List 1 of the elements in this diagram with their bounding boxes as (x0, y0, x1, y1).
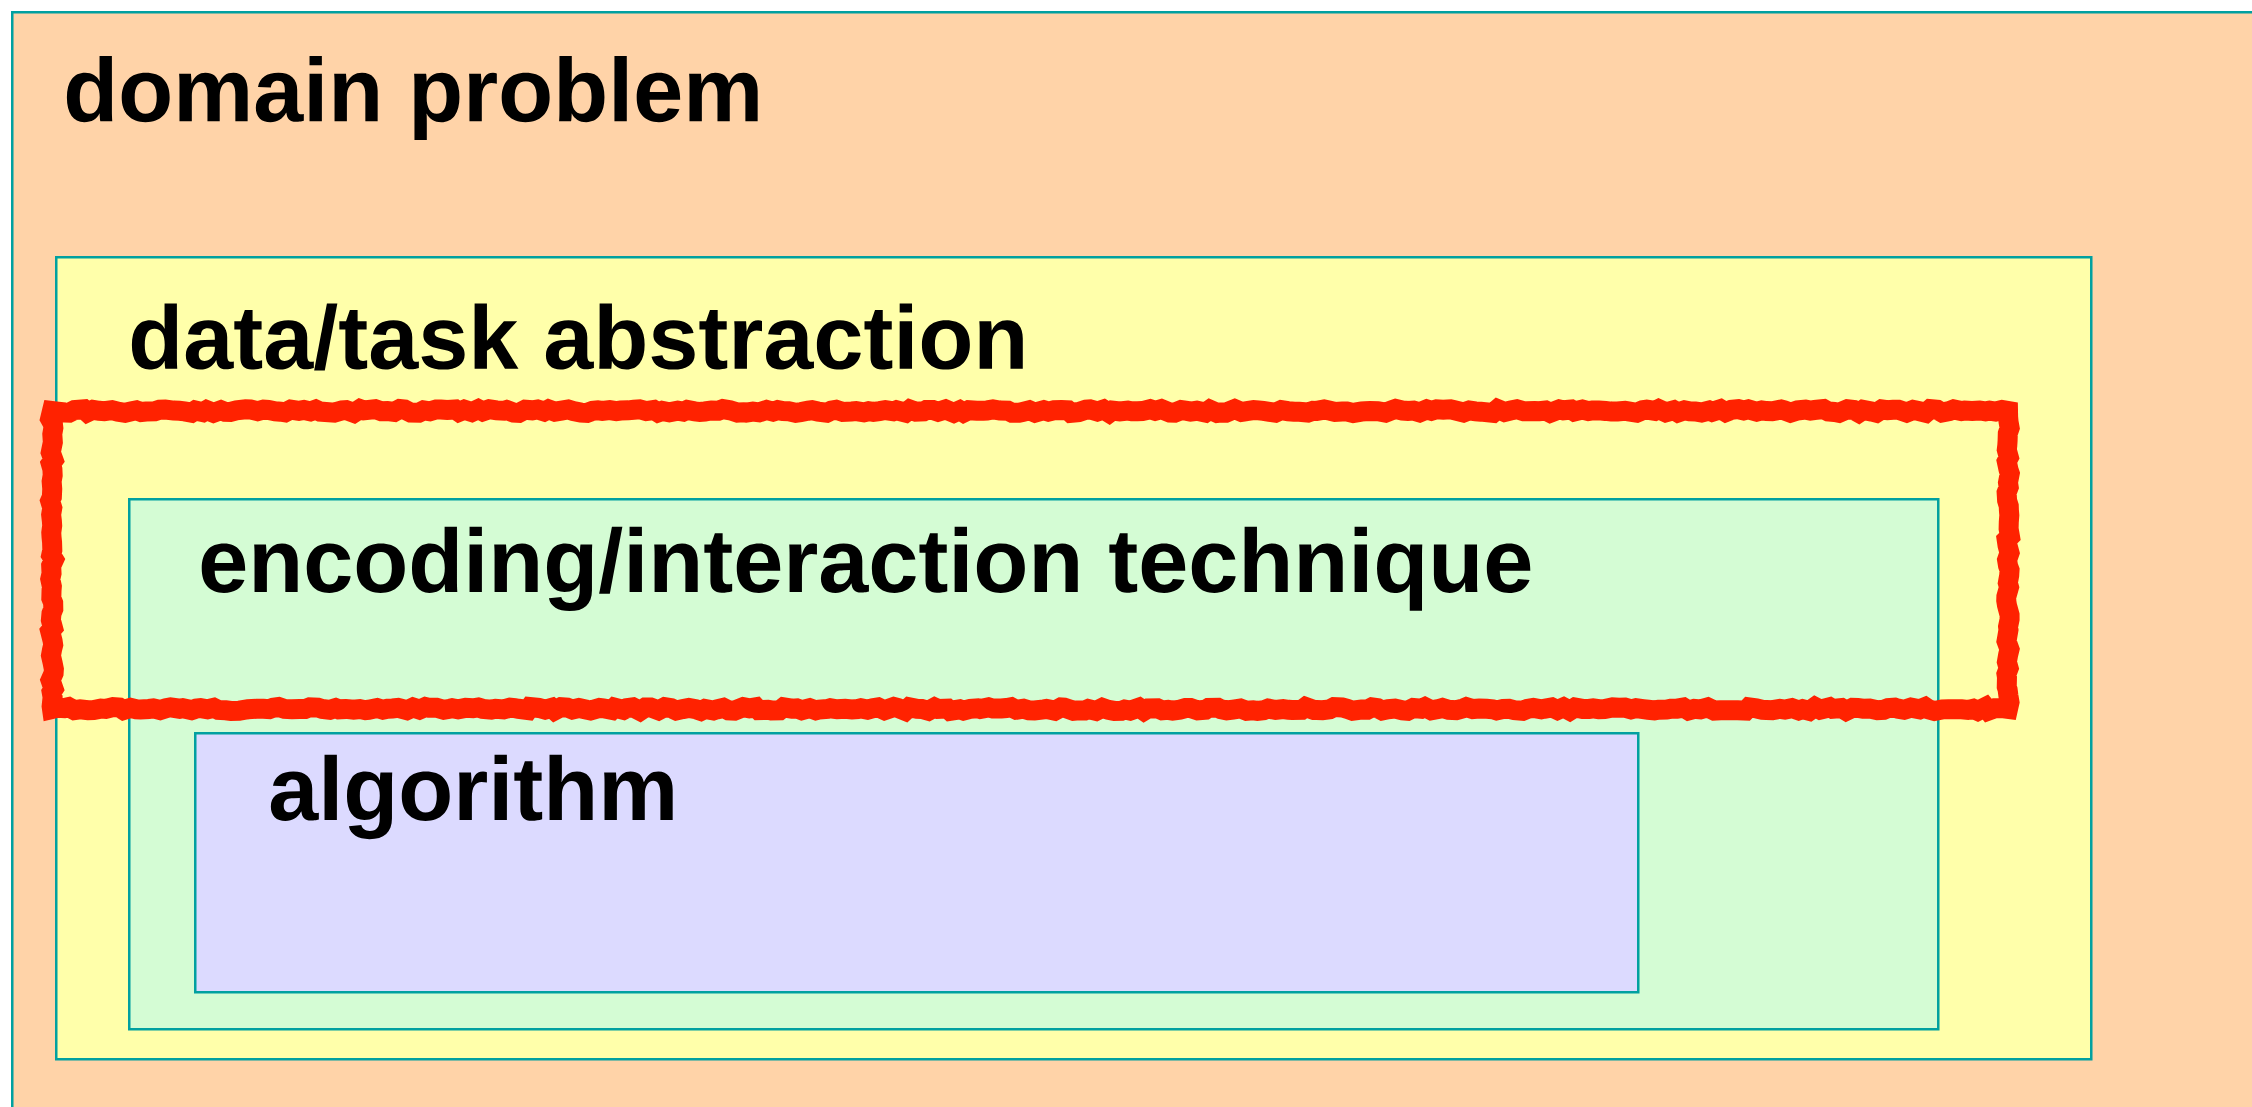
nested-box: algorithm (194, 732, 1640, 994)
